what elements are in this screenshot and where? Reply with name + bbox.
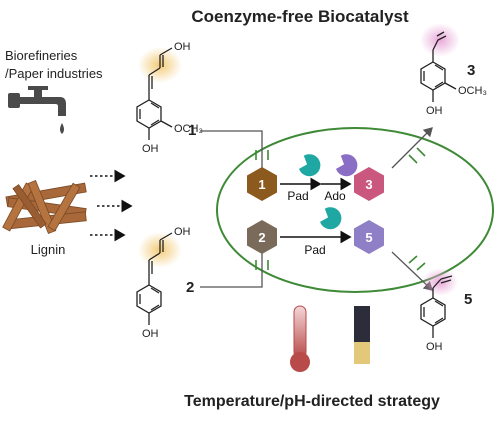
footer-title: Temperature/pH-directed strategy — [184, 393, 440, 410]
product-5-phenol-oh: OH — [426, 341, 443, 353]
ph-strip-icon — [354, 306, 370, 364]
source-label-line1: Biorefineries — [5, 48, 78, 63]
hex-node-2-label: 2 — [258, 230, 265, 245]
hex-node-2: 2 — [247, 220, 277, 254]
membrane-channels — [255, 147, 426, 271]
cell-membrane — [216, 127, 494, 293]
hex-node-5-label: 5 — [365, 230, 372, 245]
reaction-arrows — [280, 177, 352, 244]
hex-node-3-label: 3 — [365, 177, 372, 192]
enzyme-pad-label-top: Pad — [287, 189, 308, 203]
hex-node-1: 1 — [247, 167, 277, 201]
dotted-arrows — [90, 169, 133, 242]
compound-1-methoxy: OCH₃ — [174, 123, 203, 135]
product-3-structure: OH OCH₃ — [420, 23, 487, 117]
compound-1-acid-oh: OH — [174, 41, 191, 53]
lignin-wood-icon — [2, 179, 87, 235]
faucet-icon — [8, 86, 66, 134]
thermometer-icon — [290, 305, 310, 372]
pad-enzyme-icon-bottom — [320, 207, 342, 230]
compound-2-number: 2 — [186, 279, 194, 296]
source-label-line2: /Paper industries — [5, 66, 103, 81]
hex-node-3: 3 — [354, 167, 384, 201]
page-title: Coenzyme-free Biocatalyst — [191, 7, 409, 26]
compound-2-structure: OH OH — [136, 226, 191, 340]
lignin-label: Lignin — [31, 242, 66, 257]
compound-2-phenol-oh: OH — [142, 328, 159, 340]
product-5-number: 5 — [464, 291, 472, 308]
compound-1-structure: OH OH OCH₃ — [136, 41, 203, 155]
compound-1-phenol-oh: OH — [142, 143, 159, 155]
compound-2-acid-oh: OH — [174, 226, 191, 238]
hex-node-5: 5 — [354, 220, 384, 254]
product-3-number: 3 — [467, 62, 475, 79]
product-3-methoxy: OCH₃ — [458, 85, 487, 97]
ado-enzyme-icon — [336, 154, 358, 177]
pad-enzyme-icon-top — [299, 154, 321, 177]
product-5-structure: OH — [420, 268, 458, 353]
enzyme-pad-label-bottom: Pad — [304, 243, 325, 257]
hex-node-1-label: 1 — [258, 177, 265, 192]
compound-1-number: 1 — [188, 122, 196, 139]
enzyme-ado-label: Ado — [324, 189, 346, 203]
product-3-phenol-oh: OH — [426, 105, 443, 117]
